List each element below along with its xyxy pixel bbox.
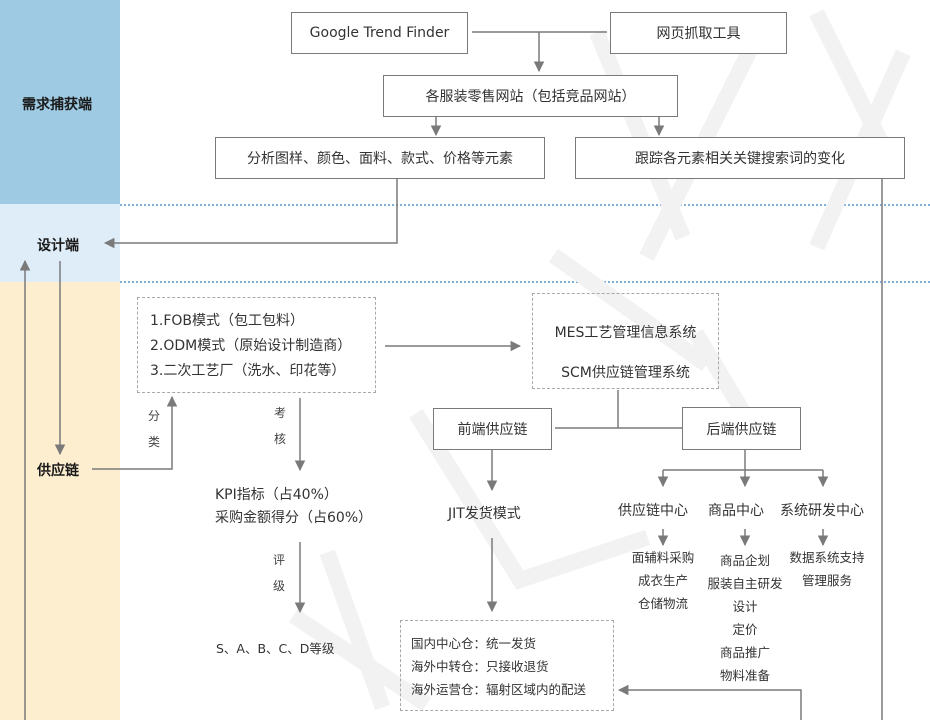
center-item: 服装自主研发 bbox=[707, 576, 783, 591]
supplier-mode-item: 3.二次工艺厂（洗水、印花等） bbox=[150, 363, 346, 379]
center-item: 商品推广 bbox=[719, 645, 770, 660]
back-supply-chain-label: 后端供应链 bbox=[706, 421, 777, 438]
center-title-supply: 供应链中心 bbox=[618, 503, 688, 519]
center-item: 成衣生产 bbox=[637, 573, 688, 588]
center-title-merchandise: 商品中心 bbox=[708, 503, 764, 519]
supplier-modes-list: 1.FOB模式（包工包料） 2.ODM模式（原始设计制造商） 3.二次工艺厂（洗… bbox=[150, 309, 351, 384]
front-supply-chain-box[interactable]: 前端供应链 bbox=[433, 408, 552, 450]
lane-divider bbox=[120, 281, 930, 283]
kpi-line: KPI指标（占40%） bbox=[215, 487, 338, 503]
arrow bbox=[617, 684, 802, 720]
grades-text: S、A、B、C、D等级 bbox=[216, 641, 335, 656]
lane-label-demand: 需求捕获端 bbox=[22, 97, 92, 113]
assess-label: 考 核 bbox=[274, 406, 287, 446]
lane-label-design: 设计端 bbox=[37, 238, 79, 254]
lane-demand-capture bbox=[0, 0, 120, 204]
supplier-mode-item: 1.FOB模式（包工包料） bbox=[150, 313, 305, 329]
center-item: 定价 bbox=[732, 622, 758, 637]
center-items-supply: 面辅料采购 成衣生产 仓储物流 bbox=[613, 546, 713, 615]
warehouses-box bbox=[400, 620, 614, 711]
center-item: 管理服务 bbox=[801, 573, 852, 588]
systems-box bbox=[532, 293, 719, 389]
lane-label-supply: 供应链 bbox=[37, 463, 79, 479]
warehouse-item: 国内中心仓：统一发货 bbox=[411, 636, 537, 651]
center-title-system-rd: 系统研发中心 bbox=[780, 503, 864, 519]
back-supply-chain-box[interactable]: 后端供应链 bbox=[682, 407, 801, 450]
web-scraper-box[interactable]: 网页抓取工具 bbox=[610, 12, 787, 54]
center-items-merchandise: 商品企划 服装自主研发 设计 定价 商品推广 物料准备 bbox=[695, 549, 795, 687]
front-supply-chain-label: 前端供应链 bbox=[457, 422, 528, 438]
system-item: MES工艺管理信息系统 bbox=[554, 325, 697, 341]
lane-divider bbox=[120, 204, 930, 206]
system-item: SCM供应链管理系统 bbox=[561, 365, 690, 381]
center-items-system-rd: 数据系统支持 管理服务 bbox=[777, 546, 877, 592]
retail-sites-label: 各服装零售网站（包括竞品网站） bbox=[425, 89, 636, 105]
arrow bbox=[103, 179, 398, 249]
retail-sites-box[interactable]: 各服装零售网站（包括竞品网站） bbox=[383, 75, 678, 117]
kpi-text: KPI指标（占40%） 采购金额得分（占60%） bbox=[215, 484, 372, 530]
track-keywords-label: 跟踪各元素相关关键搜索词的变化 bbox=[635, 151, 845, 167]
center-item: 设计 bbox=[732, 599, 758, 614]
center-item: 面辅料采购 bbox=[631, 550, 695, 565]
track-keywords-box[interactable]: 跟踪各元素相关关键搜索词的变化 bbox=[575, 137, 905, 179]
center-item: 仓储物流 bbox=[637, 596, 688, 611]
supplier-mode-item: 2.ODM模式（原始设计制造商） bbox=[150, 338, 352, 354]
warehouse-item: 海外运营仓：辐射区域内的配送 bbox=[411, 682, 587, 697]
analyze-elements-label: 分析图样、颜色、面料、款式、价格等元素 bbox=[247, 151, 513, 167]
jit-mode-text: JIT发货模式 bbox=[448, 506, 521, 522]
google-trend-finder-box[interactable]: Google Trend Finder bbox=[291, 12, 468, 54]
web-scraper-label: 网页抓取工具 bbox=[656, 26, 741, 42]
analyze-elements-box[interactable]: 分析图样、颜色、面料、款式、价格等元素 bbox=[215, 137, 545, 179]
warehouses-list: 国内中心仓：统一发货 海外中转仓：只接收退货 海外运营仓：辐射区域内的配送 bbox=[411, 632, 586, 701]
kpi-line: 采购金额得分（占60%） bbox=[215, 510, 373, 526]
center-item: 物料准备 bbox=[719, 668, 770, 683]
supplier-modes-box bbox=[137, 297, 376, 393]
google-trend-finder-label: Google Trend Finder bbox=[309, 25, 450, 41]
classify-label: 分 类 bbox=[148, 409, 161, 449]
systems-list: MES工艺管理信息系统 SCM供应链管理系统 bbox=[532, 313, 719, 393]
center-item: 数据系统支持 bbox=[789, 550, 865, 565]
warehouse-item: 海外中转仓：只接收退货 bbox=[411, 659, 549, 674]
center-item: 商品企划 bbox=[719, 553, 770, 568]
arrow bbox=[92, 395, 178, 470]
rating-label: 评 级 bbox=[273, 553, 286, 593]
